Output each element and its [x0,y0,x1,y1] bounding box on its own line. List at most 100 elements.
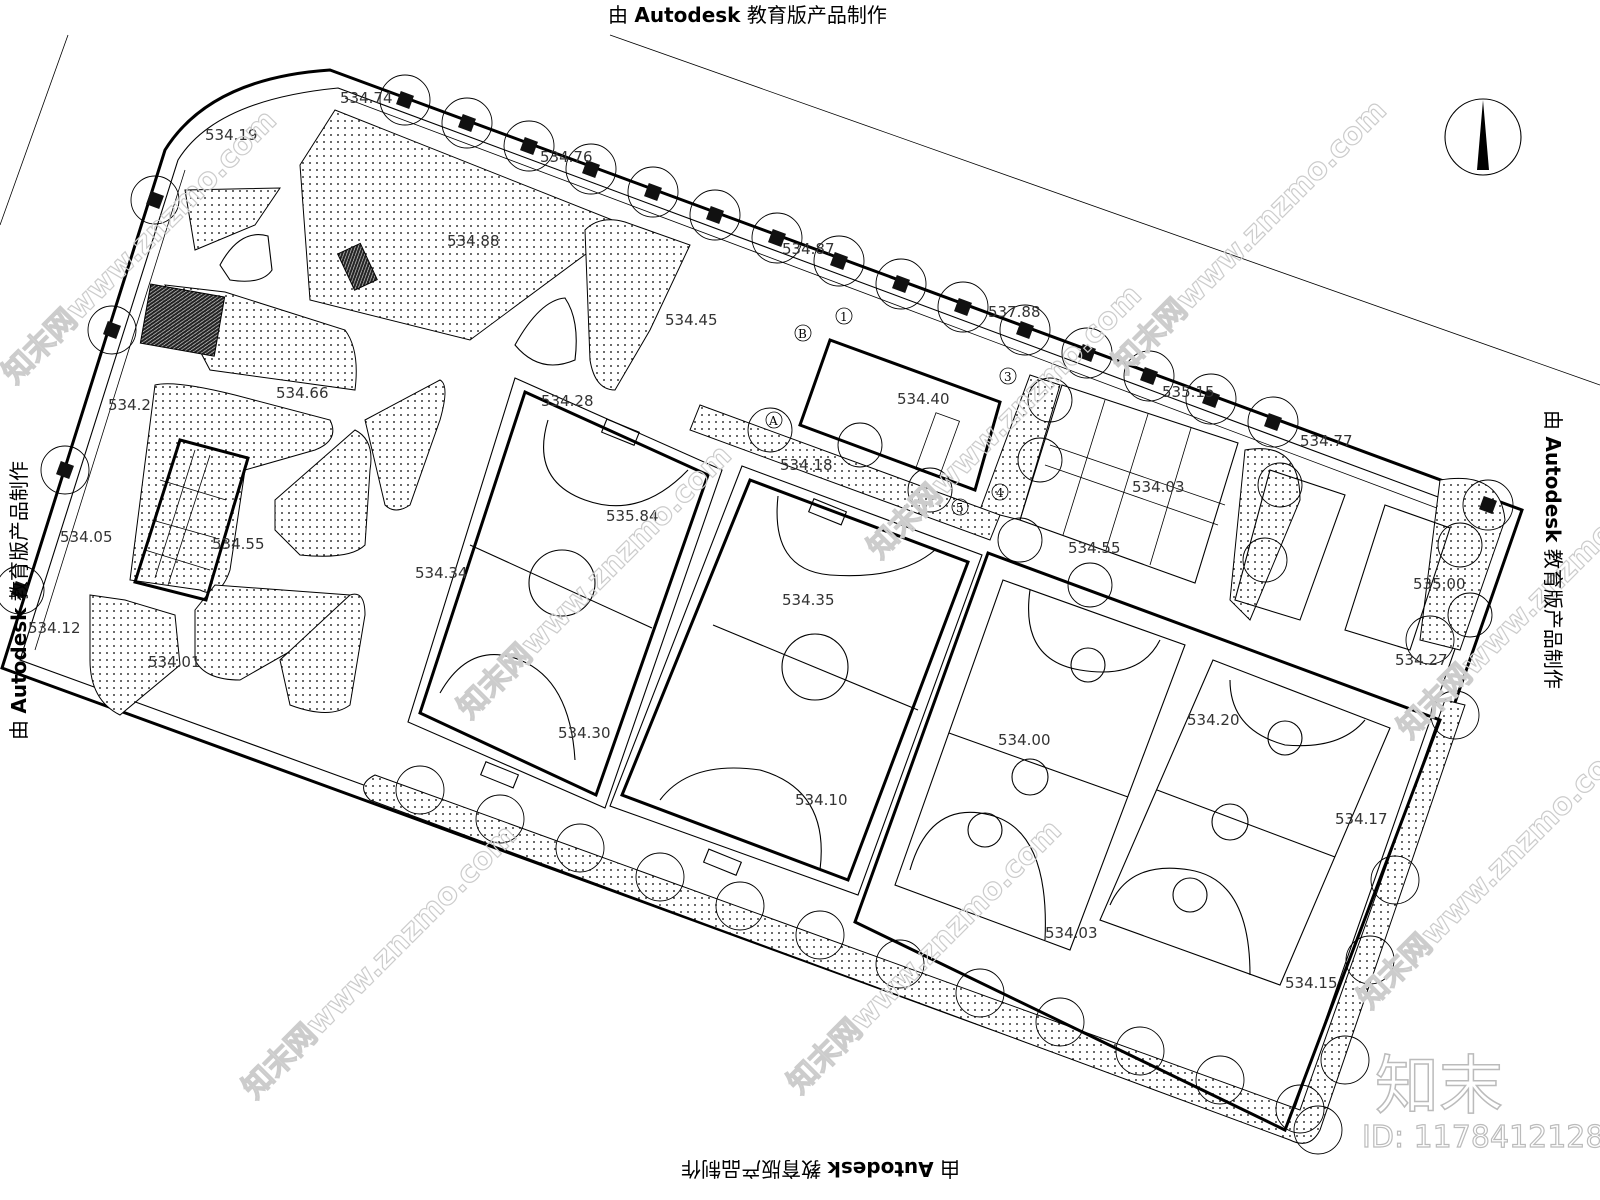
elevation-label: 534.30 [558,724,611,742]
planting-strip-mid [689,404,1001,541]
credit-top: 由 Autodesk 教育版产品制作 [608,3,887,27]
elevation-label: 534.34 [415,564,468,582]
tree-symbol-icon [627,166,679,218]
tree-symbol-icon [1035,997,1085,1047]
tree-symbol-icon [1370,855,1420,905]
elevation-label: 534.18 [780,456,833,474]
football-field-1 [407,377,723,809]
planting-bed-sw [89,594,181,716]
watermark-text: 知末网www.znzmo.com [861,278,1149,566]
planting-bed-corner [1419,477,1506,651]
light-post-icon [458,114,476,132]
planting-bed-triangle-a [364,379,446,511]
site-boundary [0,68,1524,1144]
tree-symbol-icon [503,120,555,172]
tree-symbol-icon [1430,690,1480,740]
elevation-label: 534.03 [1045,924,1098,942]
elevation-label: 534.74 [340,89,393,107]
tree-symbol-icon [1027,377,1073,423]
triangle-bed-center [514,297,577,366]
pavilion-building [798,338,1002,492]
parking-area [1234,469,1451,651]
tree-symbol-icon [1320,1035,1370,1085]
axis-b: B [798,327,807,341]
tree-symbol-icon [937,281,989,333]
tree-symbol-icon [1447,592,1493,638]
light-post-icon [644,183,662,201]
tree-symbol-icon [1242,537,1288,583]
tree-symbol-icon [1293,1105,1343,1155]
basketball-courts [853,551,1442,1133]
elevation-label: 534.55 [212,535,265,553]
planting-bed-north [299,109,627,341]
credit-left: 由 Autodesk 教育版产品制作 [7,461,31,740]
credit-bottom: 由 Autodesk 教育版产品制作 [681,1157,960,1181]
planting-bed-triangle-b [274,429,372,557]
elevation-label: 534.45 [665,311,718,329]
light-post-icon [1202,390,1220,408]
tree-symbol-icon [1247,396,1299,448]
west-building [133,438,250,602]
elevation-label: 534.10 [795,791,848,809]
elevation-label: 534.66 [276,384,329,402]
elevation-labels: 534.74 534.19 534.76 534.88 534.45 534.6… [28,89,1466,992]
elevation-label: 534.40 [897,390,950,408]
axis-1: 1 [840,310,848,324]
elevation-label: 535.15 [1162,383,1215,401]
light-post-icon [11,581,29,599]
light-post-icon [954,298,972,316]
road-boundary-line [609,34,1600,386]
tree-symbol-icon [907,467,953,513]
tree-symbol-icon [1123,350,1175,402]
light-post-icon [1140,367,1158,385]
tree-symbol-icon [635,852,685,902]
elevation-label: 534.19 [205,126,258,144]
tree-symbol-icon [1275,1084,1325,1134]
elevation-label: 534.12 [28,619,81,637]
elevation-label: 534.01 [148,653,201,671]
axis-5: 5 [956,501,964,515]
watermark-text: 知末网www.znzmo.com [451,438,739,726]
tree-symbol-icon [1345,935,1395,985]
elevation-label: 534.77 [1300,432,1353,450]
tree-symbol-icon [875,939,925,989]
tree-symbol-icon [999,304,1051,356]
axis-a: A [768,414,778,428]
tree-symbol-icon [689,189,741,241]
light-post-icon [582,160,600,178]
tree-symbol-icon [441,97,493,149]
elevation-label: 534.35 [782,591,835,609]
tree-symbol-icon [997,517,1043,563]
image-id: ID: 1178412128 [1362,1120,1600,1155]
football-field-2 [609,465,983,896]
planting-bed-ne [584,219,691,391]
tree-symbol-icon [795,910,845,960]
light-post-icon [1078,344,1096,362]
elevation-label: 534.03 [1132,478,1185,496]
tree-symbol-icon [475,794,525,844]
tree-symbol-icon [1067,562,1113,608]
tree-symbol-icon [395,765,445,815]
elevation-label: 535.00 [1413,575,1466,593]
light-post-icon [706,206,724,224]
tree-symbol-icon [379,74,431,126]
paved-pad-hatched [337,242,378,291]
elevation-label: 534.17 [1335,810,1388,828]
site-inner-boundary [19,87,1501,1123]
light-post-icon [396,91,414,109]
tree-symbol-icon [751,212,803,264]
tree-symbol-icon [1195,1055,1245,1105]
planting-bed-nw [184,187,281,251]
light-post-icon [1016,321,1034,339]
road-boundary-line-left [0,34,69,226]
left-walkway-line [34,169,186,651]
light-post-icon [1264,413,1282,431]
elevation-label: 534.55 [1068,539,1121,557]
elevation-label: 534.28 [541,392,594,410]
watermark-text: 知末网www.znzmo.com [236,818,524,1106]
paved-plaza-hatched [139,283,226,357]
elevation-label: 534.00 [998,731,1051,749]
elevation-label: 534.27 [1395,651,1448,669]
tree-symbol-icon [0,565,45,615]
